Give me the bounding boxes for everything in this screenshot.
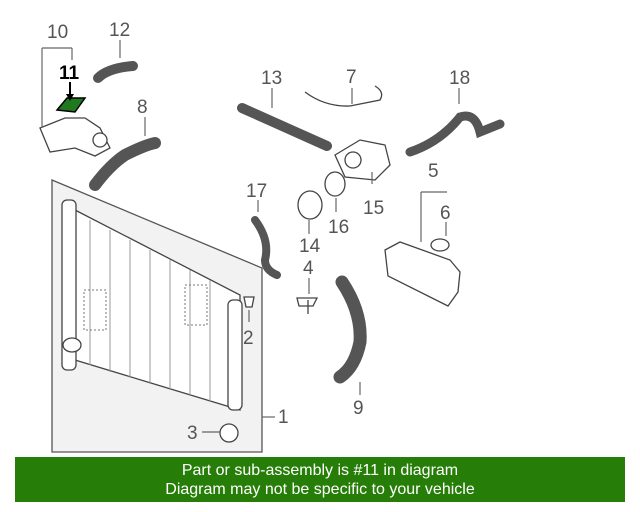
upper-hose (89, 137, 161, 191)
callout-2: 2 (243, 328, 254, 349)
thermostat-housing (334, 139, 391, 181)
callout-15: 15 (363, 198, 384, 219)
callout-13: 13 (261, 68, 282, 89)
bypass-hose (304, 85, 383, 107)
water-pipe (237, 103, 332, 151)
thermostat (297, 171, 346, 220)
callout-10: 10 (47, 22, 68, 43)
bracket (296, 297, 319, 314)
parts-diagram: 1 2 3 4 5 6 7 8 9 10 11 12 13 14 15 16 1… (39, 20, 505, 453)
callout-11-highlighted: 11 (59, 63, 80, 84)
callout-18: 18 (449, 68, 470, 89)
callout-7: 7 (346, 67, 357, 88)
callout-8: 8 (137, 97, 148, 118)
callout-14: 14 (299, 236, 321, 257)
heater-hose (405, 111, 505, 157)
water-outlet (39, 117, 111, 157)
callout-12: 12 (109, 20, 130, 41)
callout-6: 6 (440, 203, 451, 224)
drain-plug (243, 296, 255, 308)
callout-17: 17 (246, 181, 267, 202)
gasket-highlighted (55, 97, 87, 113)
small-hose (93, 61, 138, 83)
callout-9: 9 (353, 398, 364, 419)
banner-line-1: Part or sub-assembly is #11 in diagram (181, 462, 459, 479)
reservoir-tank (384, 238, 461, 307)
radiator (51, 179, 263, 453)
lower-hose (333, 275, 367, 384)
heater-pipe (251, 216, 281, 279)
callout-5: 5 (428, 161, 439, 182)
callout-16: 16 (328, 217, 349, 238)
callout-4: 4 (303, 258, 314, 279)
notice-banner: Part or sub-assembly is #11 in diagram D… (15, 457, 625, 502)
banner-line-2: Diagram may not be specific to your vehi… (165, 481, 475, 498)
callout-3: 3 (187, 423, 198, 444)
mount-bushing (219, 423, 239, 443)
callout-1: 1 (278, 407, 289, 428)
